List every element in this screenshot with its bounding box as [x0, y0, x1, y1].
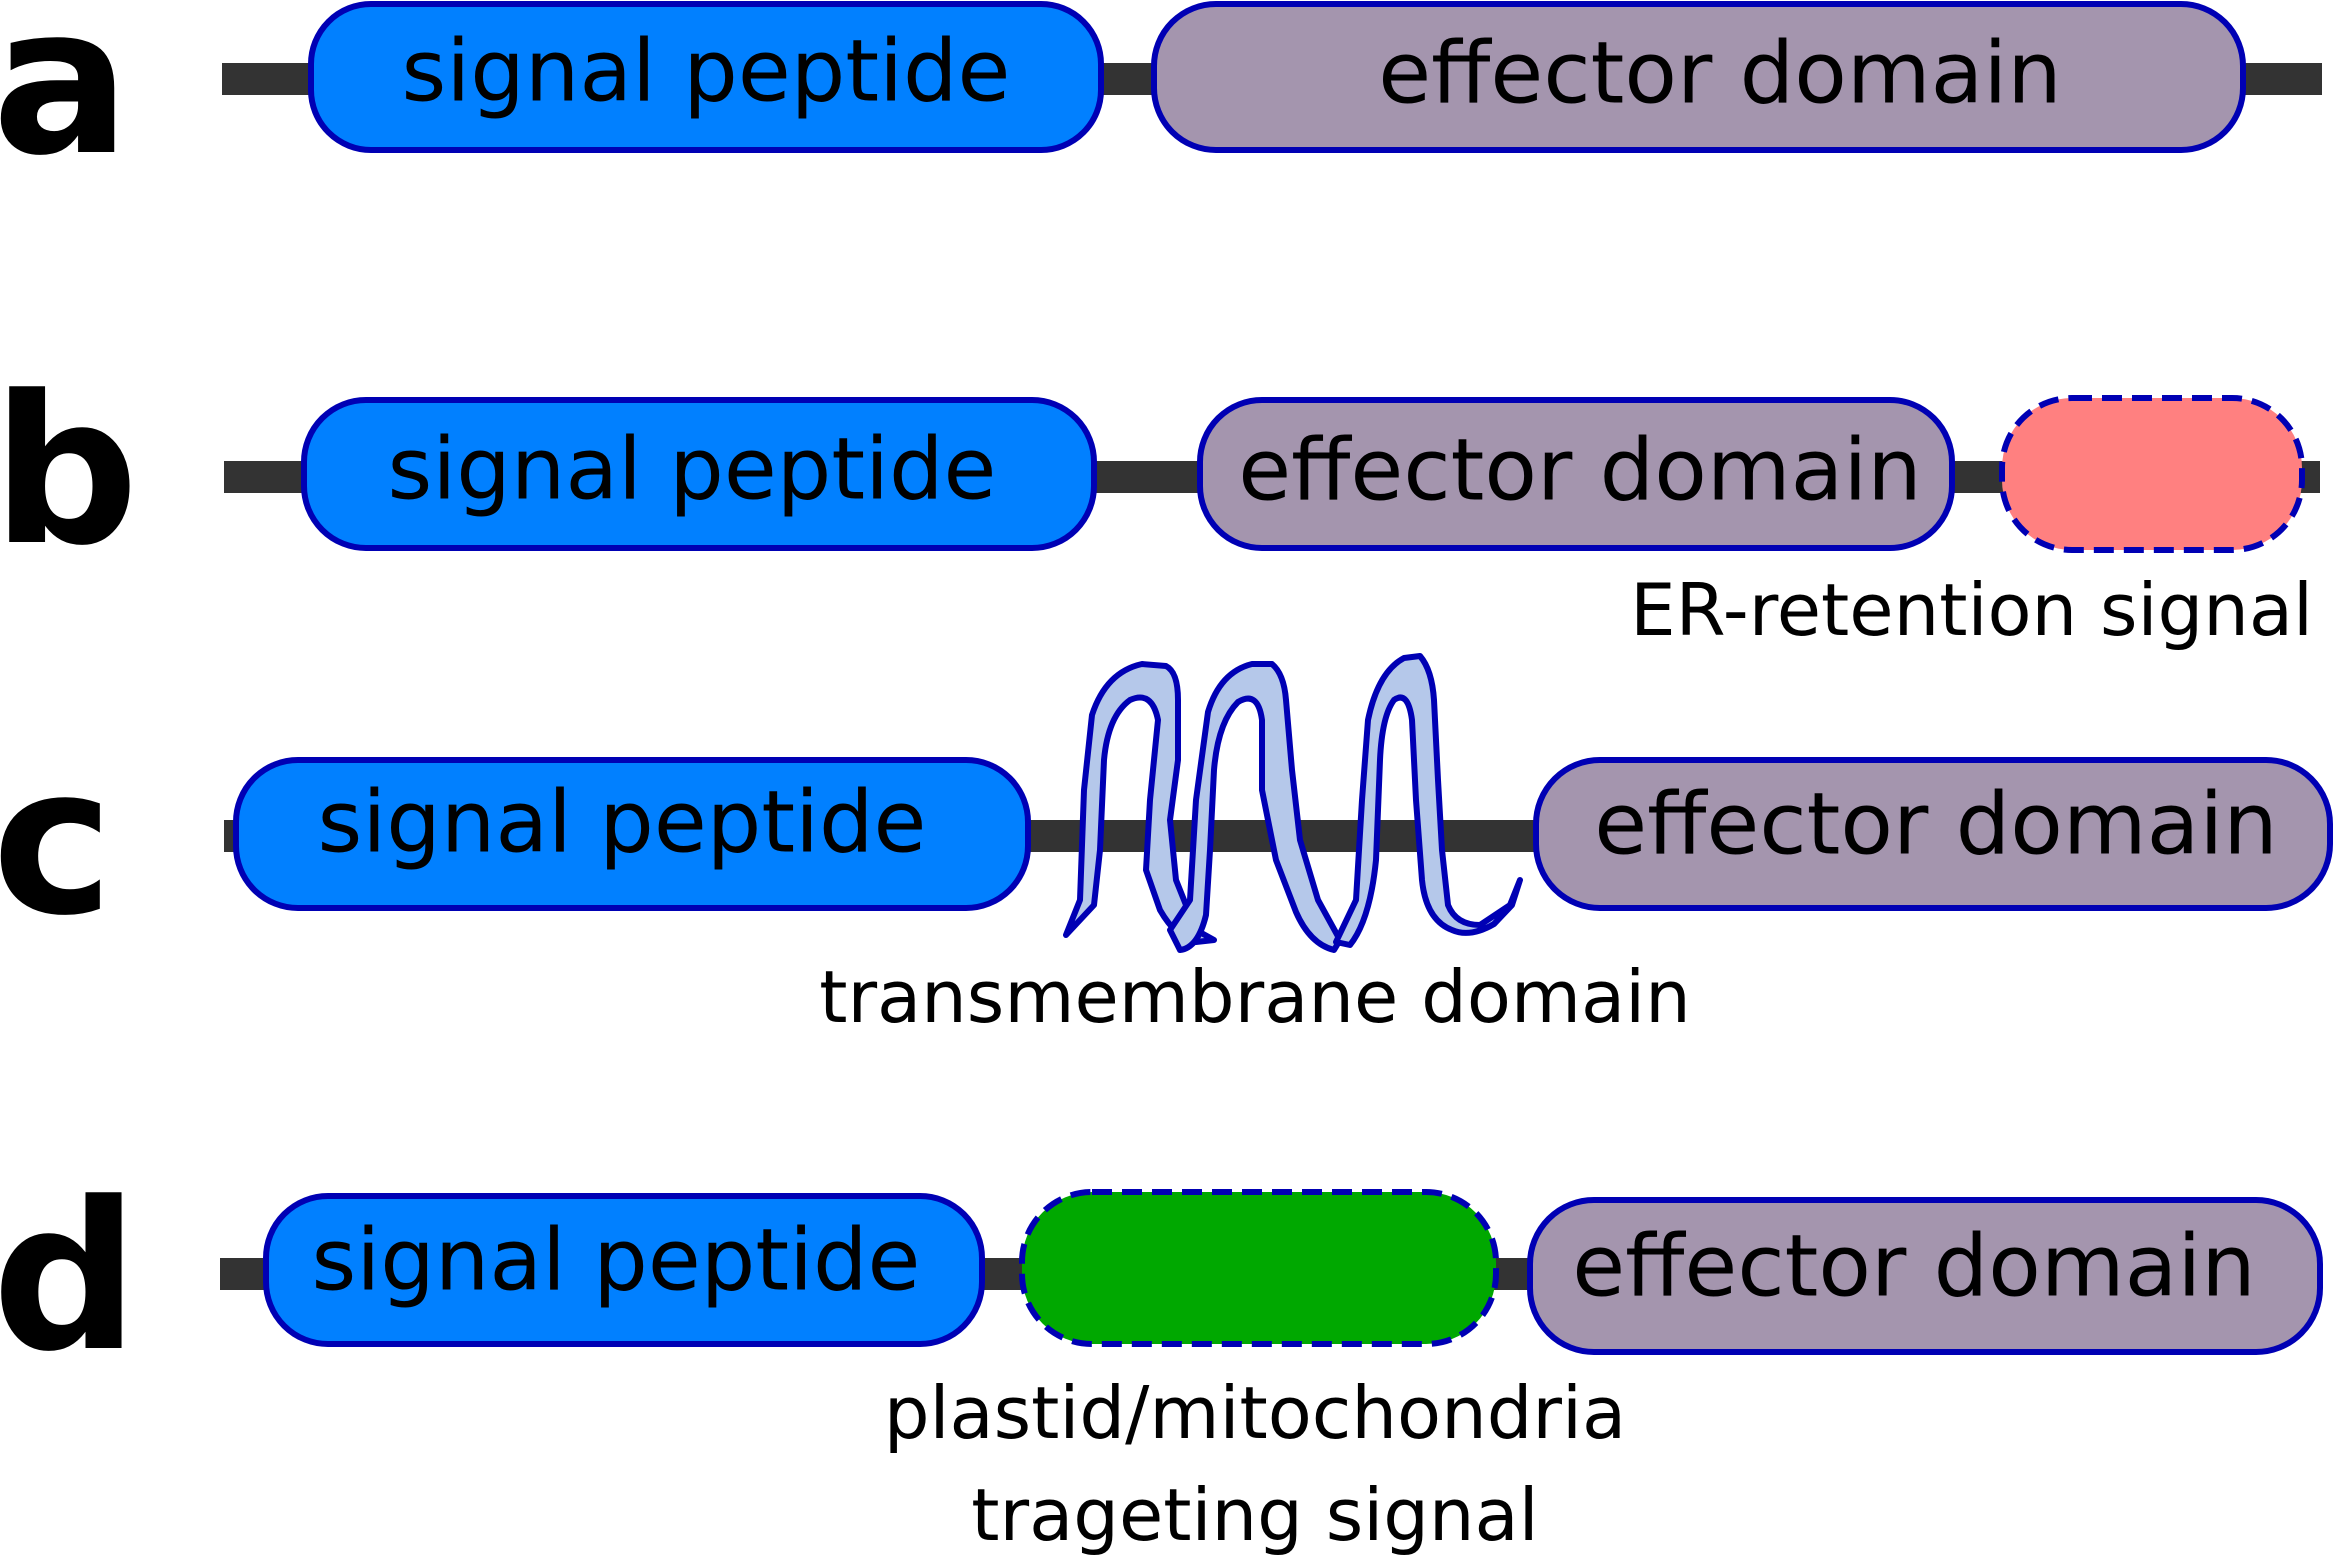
panel-b-effector-domain-label: effector domain	[1238, 420, 1921, 520]
panel-d-signal-peptide-block	[263, 1193, 985, 1347]
panel-a-letter: a	[0, 0, 130, 201]
panel-b-effector-domain-block	[1197, 397, 1955, 551]
panel-d-letter: d	[0, 1159, 139, 1397]
panel-a-signal-peptide-label: signal peptide	[402, 21, 1011, 121]
panel-a-effector-domain-block	[1151, 1, 2246, 153]
panel-b-er-retention-signal-label: ER-retention signal	[1630, 568, 2313, 652]
panel-d: d signal peptide effector domain plastid…	[0, 1159, 2323, 1557]
panel-d-targeting-signal-label-line1: plastid/mitochondria	[884, 1371, 1626, 1455]
panel-b-signal-peptide-block	[301, 397, 1097, 551]
panel-b-letter: b	[0, 353, 139, 591]
panel-b: b signal peptide effector domain ER-rete…	[0, 353, 2320, 652]
panel-a: a signal peptide effector domain	[0, 0, 2322, 201]
panel-c: c signal peptide effector domain transme…	[0, 653, 2333, 1039]
panel-a-signal-peptide-block	[308, 1, 1104, 153]
panel-c-effector-domain-label: effector domain	[1594, 774, 2277, 874]
panel-a-effector-domain-label: effector domain	[1378, 23, 2061, 123]
panel-c-effector-domain-block	[1533, 757, 2333, 911]
panel-d-targeting-signal-label-line2: trageting signal	[971, 1473, 1538, 1557]
panel-d-effector-domain-label: effector domain	[1572, 1216, 2255, 1316]
panel-c-transmembrane-helix-icon	[1063, 653, 1523, 953]
panel-c-signal-peptide-label: signal peptide	[318, 772, 927, 872]
panel-c-signal-peptide-block	[233, 757, 1031, 911]
panel-c-transmembrane-domain-label: transmembrane domain	[819, 955, 1691, 1039]
panel-c-letter: c	[0, 723, 114, 961]
panel-d-effector-domain-block	[1527, 1197, 2323, 1355]
panel-d-targeting-signal-block	[1019, 1189, 1499, 1347]
panel-b-signal-peptide-label: signal peptide	[388, 419, 997, 519]
panel-b-er-retention-signal-block	[1999, 395, 2305, 553]
panel-d-signal-peptide-label: signal peptide	[312, 1210, 921, 1310]
